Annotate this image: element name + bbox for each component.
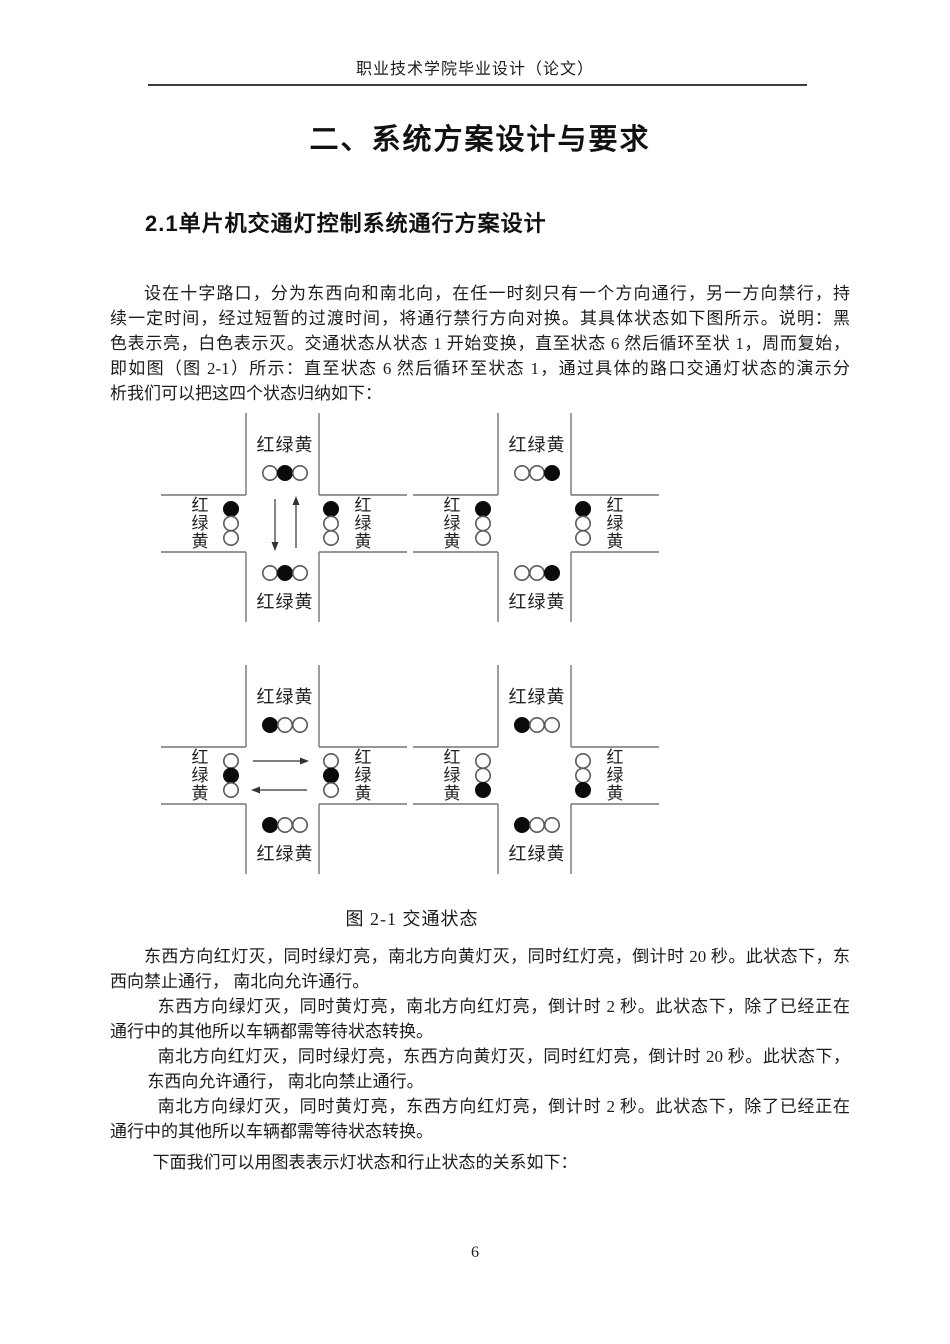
svg-text:红: 红 bbox=[192, 496, 209, 515]
lights-west bbox=[475, 753, 492, 799]
traffic-state-diagram-4: 红绿黄红绿黄红红绿绿黄黄 bbox=[407, 664, 665, 876]
svg-text:红: 红 bbox=[607, 748, 624, 767]
svg-text:黄: 黄 bbox=[355, 532, 372, 551]
flow-arrows-north-south bbox=[271, 496, 300, 551]
lights-south bbox=[262, 817, 309, 834]
section-heading: 2.1单片机交通灯控制系统通行方案设计 bbox=[145, 211, 547, 236]
light-labels: 红绿黄红绿黄红红绿绿黄黄 bbox=[444, 687, 624, 864]
intersection-svg: 红绿黄红绿黄红红绿绿黄黄 bbox=[161, 413, 407, 622]
lights-north bbox=[514, 716, 561, 733]
svg-text:黄: 黄 bbox=[192, 532, 209, 551]
svg-text:红: 红 bbox=[607, 496, 624, 515]
lights-west bbox=[223, 753, 240, 799]
lights-south bbox=[514, 817, 561, 834]
page-header: 职业技术学院毕业设计（论文） bbox=[355, 61, 594, 78]
text-line: 西向禁止通行， 南北向允许通行。 bbox=[110, 972, 370, 991]
svg-text:红绿黄: 红绿黄 bbox=[509, 592, 566, 612]
svg-text:绿: 绿 bbox=[444, 766, 461, 785]
lights-east bbox=[575, 753, 592, 799]
svg-text:黄: 黄 bbox=[355, 784, 372, 803]
intersection-svg: 红绿黄红绿黄红红绿绿黄黄 bbox=[413, 665, 659, 874]
text-line: 析我们可以把这四个状态归纳如下： bbox=[110, 384, 382, 403]
lights-north bbox=[262, 716, 309, 733]
text-line: 下面我们可以用图表表示灯状态和行止状态的关系如下： bbox=[152, 1153, 578, 1172]
svg-text:红: 红 bbox=[192, 748, 209, 767]
svg-text:黄: 黄 bbox=[444, 532, 461, 551]
svg-text:黄: 黄 bbox=[607, 532, 624, 551]
svg-text:红: 红 bbox=[355, 748, 372, 767]
svg-text:红: 红 bbox=[444, 496, 461, 515]
svg-text:绿: 绿 bbox=[444, 514, 461, 533]
intersection-svg: 红绿黄红绿黄红红绿绿黄黄 bbox=[413, 413, 659, 622]
svg-text:绿: 绿 bbox=[192, 766, 209, 785]
svg-text:绿: 绿 bbox=[192, 514, 209, 533]
text-line: 设在十字路口，分为东西向和南北向，在任一时刻只有一个方向通行，另一方向禁行，持 bbox=[144, 284, 850, 303]
intro-paragraph-block: 设在十字路口，分为东西向和南北向，在任一时刻只有一个方向通行，另一方向禁行，持续… bbox=[110, 281, 850, 406]
text-line: 即如图（图 2-1）所示：直至状态 6 然后循环至状态 1，通过具体的路口交通灯… bbox=[110, 359, 850, 378]
chapter-title: 二、系统方案设计与要求 bbox=[309, 124, 651, 156]
traffic-state-diagram-3: 红绿黄红绿黄红红绿绿黄黄 bbox=[155, 664, 413, 876]
text-line: 东西方向红灯灭，同时绿灯亮，南北方向黄灯灭，同时红灯亮，倒计时 20 秒。此状态… bbox=[144, 947, 850, 966]
text-line: 通行中的其他所以车辆都需等待状态转换。 bbox=[110, 1022, 433, 1041]
road-outline bbox=[161, 413, 407, 622]
svg-text:红绿黄: 红绿黄 bbox=[257, 435, 314, 455]
lights-east bbox=[575, 501, 592, 547]
lights-east bbox=[323, 501, 340, 547]
traffic-state-diagram-2: 红绿黄红绿黄红红绿绿黄黄 bbox=[407, 412, 665, 624]
paragraph-p4: 南北方向红灯灭，同时绿灯亮，东西方向黄灯灭，同时红灯亮，倒计时 20 秒。此状态… bbox=[110, 1044, 850, 1094]
text-line: 东西向允许通行， 南北向禁止通行。 bbox=[147, 1072, 424, 1091]
svg-text:绿: 绿 bbox=[607, 766, 624, 785]
svg-text:绿: 绿 bbox=[607, 514, 624, 533]
flow-arrows-east-west bbox=[251, 757, 309, 794]
svg-text:红绿黄: 红绿黄 bbox=[509, 844, 566, 864]
paragraph-p5: 南北方向绿灯灭，同时黄灯亮，东西方向红灯亮，倒计时 2 秒。此状态下，除了已经正… bbox=[110, 1094, 850, 1144]
text-line: 通行中的其他所以车辆都需等待状态转换。 bbox=[110, 1122, 433, 1141]
text-line: 色表示亮，白色表示灭。交通状态从状态 1 开始变换，直至状态 6 然后循环至状 … bbox=[110, 334, 850, 353]
text-line: 续一定时间，经过短暂的过渡时间，将通行禁行方向对换。其具体状态如下图所示。说明：… bbox=[110, 309, 850, 328]
paragraph-p6: 下面我们可以用图表表示灯状态和行止状态的关系如下： bbox=[110, 1150, 850, 1175]
lights-east bbox=[323, 753, 340, 799]
light-labels: 红绿黄红绿黄红红绿绿黄黄 bbox=[192, 687, 372, 864]
light-labels: 红绿黄红绿黄红红绿绿黄黄 bbox=[444, 435, 624, 612]
text-line: 南北方向绿灯灭，同时黄灯亮，东西方向红灯亮，倒计时 2 秒。此状态下，除了已经正… bbox=[157, 1097, 850, 1116]
road-outline bbox=[161, 665, 407, 874]
text-line: 南北方向红灯灭，同时绿灯亮，东西方向黄灯灭，同时红灯亮，倒计时 20 秒。此状态… bbox=[157, 1047, 850, 1066]
road-outline bbox=[413, 665, 659, 874]
state-description-block: 东西方向红灯灭，同时绿灯亮，南北方向黄灯灭，同时红灯亮，倒计时 20 秒。此状态… bbox=[110, 944, 850, 1175]
page-number: 6 bbox=[471, 1244, 479, 1261]
lights-south bbox=[262, 565, 309, 582]
paragraph-p1: 设在十字路口，分为东西向和南北向，在任一时刻只有一个方向通行，另一方向禁行，持续… bbox=[110, 281, 850, 406]
svg-text:红绿黄: 红绿黄 bbox=[509, 687, 566, 707]
svg-text:红绿黄: 红绿黄 bbox=[257, 592, 314, 612]
svg-text:红绿黄: 红绿黄 bbox=[257, 687, 314, 707]
svg-text:黄: 黄 bbox=[444, 784, 461, 803]
traffic-state-diagram-1: 红绿黄红绿黄红红绿绿黄黄 bbox=[155, 412, 413, 624]
text-line: 东西方向绿灯灭，同时黄灯亮，南北方向红灯亮，倒计时 2 秒。此状态下，除了已经正… bbox=[157, 997, 850, 1016]
lights-west bbox=[475, 501, 492, 547]
svg-text:绿: 绿 bbox=[355, 514, 372, 533]
svg-text:黄: 黄 bbox=[607, 784, 624, 803]
lights-west bbox=[223, 501, 240, 547]
svg-text:绿: 绿 bbox=[355, 766, 372, 785]
light-labels: 红绿黄红绿黄红红绿绿黄黄 bbox=[192, 435, 372, 612]
intersection-svg: 红绿黄红绿黄红红绿绿黄黄 bbox=[161, 665, 407, 874]
svg-text:红绿黄: 红绿黄 bbox=[509, 435, 566, 455]
lights-north bbox=[514, 464, 561, 481]
road-outline bbox=[413, 413, 659, 622]
paragraph-p2: 东西方向红灯灭，同时绿灯亮，南北方向黄灯灭，同时红灯亮，倒计时 20 秒。此状态… bbox=[110, 944, 850, 994]
lights-north bbox=[262, 464, 309, 481]
lights-south bbox=[514, 565, 561, 582]
svg-text:黄: 黄 bbox=[192, 784, 209, 803]
svg-text:红: 红 bbox=[444, 748, 461, 767]
paragraph-p3: 东西方向绿灯灭，同时黄灯亮，南北方向红灯亮，倒计时 2 秒。此状态下，除了已经正… bbox=[110, 994, 850, 1044]
header-rule bbox=[148, 84, 807, 86]
figure-caption: 图 2-1 交通状态 bbox=[345, 909, 479, 929]
svg-text:红绿黄: 红绿黄 bbox=[257, 844, 314, 864]
svg-text:红: 红 bbox=[355, 496, 372, 515]
